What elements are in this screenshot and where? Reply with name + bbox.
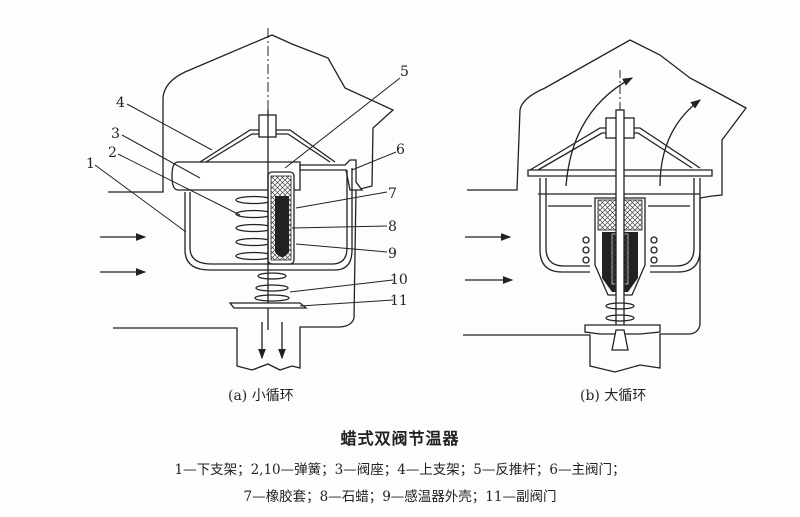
- figure-b-large-circulation: [463, 39, 747, 373]
- lower-bracket-b: [539, 178, 701, 273]
- push-rod-b: [615, 109, 625, 331]
- flow-arrow-icon: [659, 99, 702, 187]
- label-6: 6: [396, 142, 405, 158]
- label-4: 4: [116, 95, 125, 111]
- housing-outline-a: [108, 34, 395, 371]
- legend-line-1: 1—下支架；2,10—弹簧；3—阀座；4—上支架；5—反推杆；6—主阀门；: [174, 462, 626, 478]
- label-11: 11: [390, 293, 408, 309]
- label-5: 5: [400, 64, 409, 80]
- springs-b: [582, 236, 658, 322]
- valve-stem-b: [611, 329, 629, 351]
- housing-outline-b: [463, 39, 747, 373]
- spring-a: [235, 195, 273, 261]
- leader-lines-a: [94, 77, 401, 307]
- label-2: 2: [108, 145, 117, 161]
- label-7: 7: [388, 186, 397, 202]
- part-number-labels: 1 2 3 4 5 6 7 8 9 10 11: [86, 64, 409, 309]
- secondary-valve-a: [228, 302, 308, 309]
- figure-a-small-circulation: 1 2 3 4 5 6 7 8 9 10 11: [86, 28, 409, 371]
- figure-title: 蜡式双阀节温器: [340, 429, 460, 448]
- spring-10-a: [254, 272, 290, 302]
- flow-arrow-icon: [565, 77, 634, 187]
- label-9: 9: [388, 246, 397, 262]
- label-10: 10: [390, 272, 408, 288]
- caption-a: (a) 小循环: [228, 388, 294, 404]
- label-3: 3: [111, 126, 120, 142]
- main-valve-a: [299, 159, 364, 191]
- caption-b: (b) 大循环: [580, 388, 647, 404]
- label-1: 1: [86, 156, 95, 172]
- legend-line-2: 7—橡胶套；8—石蜡；9—感温器外壳；11—副阀门: [243, 489, 557, 505]
- label-8: 8: [388, 219, 397, 235]
- wax-a: [275, 196, 289, 257]
